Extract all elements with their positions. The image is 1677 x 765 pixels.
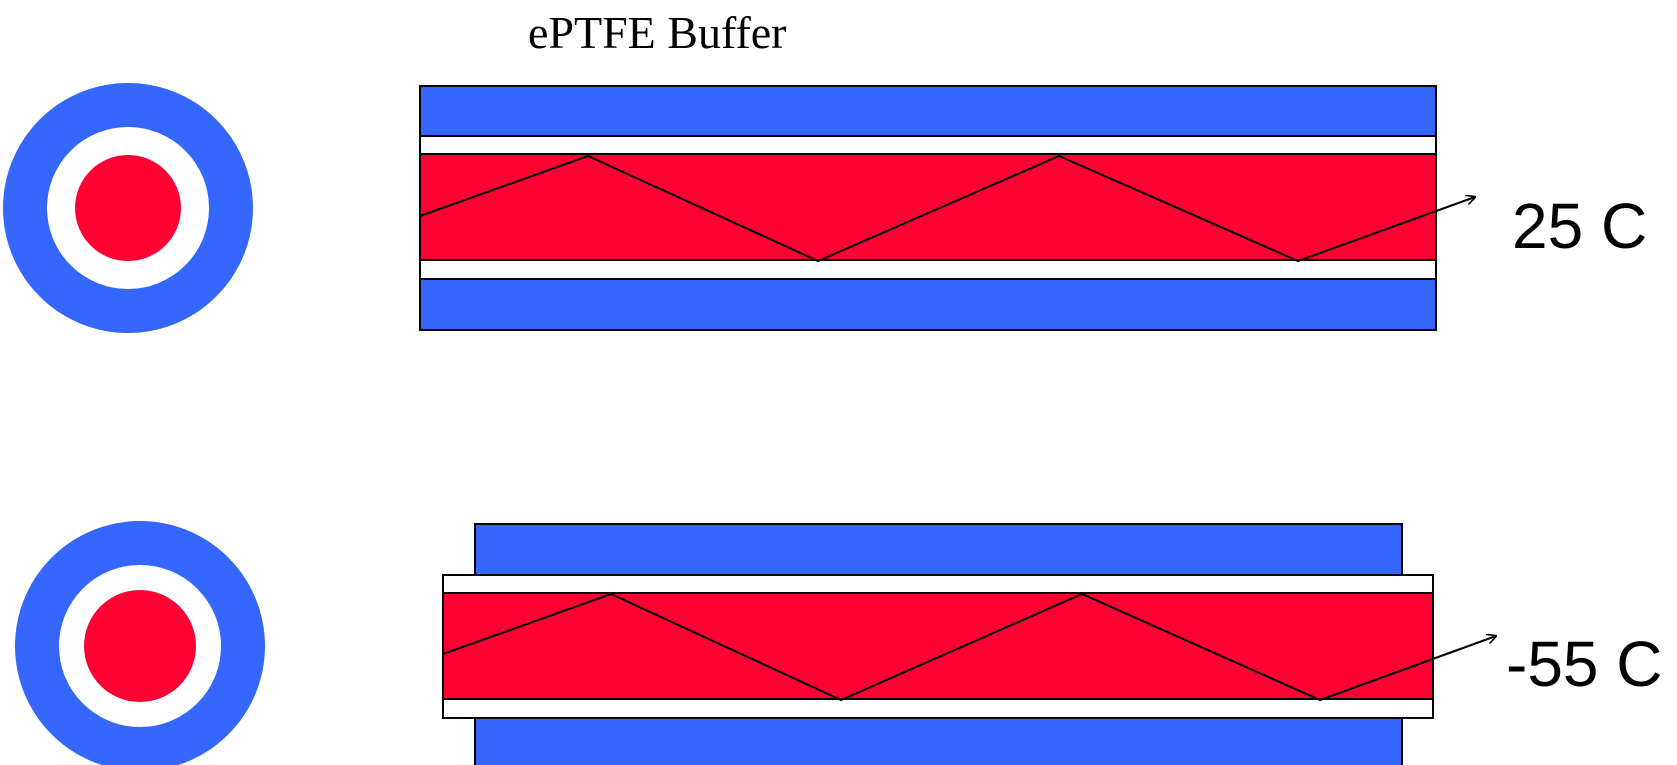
jacket-ring-warm: [3, 83, 253, 333]
state-warm: 25 C: [3, 83, 1647, 333]
longitudinal-section-warm: [419, 85, 1475, 331]
fiber-core-cold: [84, 590, 196, 702]
temperature-label-warm: 25 C: [1512, 190, 1647, 262]
jacket-top-cold: [474, 523, 1403, 576]
jacket-top-warm: [419, 85, 1437, 137]
cross-section-cold: [15, 521, 265, 765]
core-cold: [442, 592, 1434, 700]
longitudinal-section-cold: [442, 523, 1496, 765]
light-path-cold: [442, 592, 1496, 702]
buffer-top-cold: [442, 574, 1434, 594]
diagram-title: ePTFE Buffer: [528, 7, 787, 58]
temperature-label-cold: -55 C: [1506, 628, 1663, 700]
light-path-warm: [419, 154, 1475, 263]
buffer-bottom-cold: [442, 698, 1434, 719]
jacket-bottom-cold: [474, 717, 1403, 765]
buffer-bottom-warm: [419, 259, 1437, 280]
jacket-ring-cold: [15, 521, 265, 765]
core-warm: [419, 153, 1437, 261]
fiber-core-warm: [75, 155, 181, 261]
buffer-top-warm: [419, 135, 1437, 155]
state-cold: -55 C: [15, 521, 1663, 765]
jacket-bottom-warm: [419, 278, 1437, 331]
cross-section-warm: [3, 83, 253, 333]
